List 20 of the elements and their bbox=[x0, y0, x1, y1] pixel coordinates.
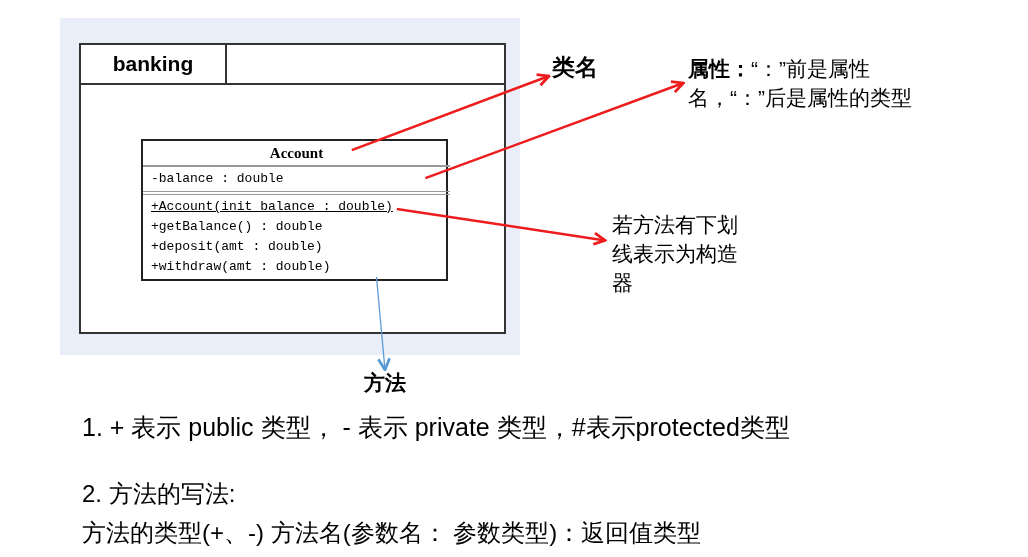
annotation-text: 类名 bbox=[552, 52, 612, 82]
method-text: +Account(init_balance : double) bbox=[150, 198, 393, 216]
method-text: +deposit(amt : double) bbox=[150, 238, 323, 256]
leader-arrow bbox=[424, 80, 685, 180]
class-name: Account bbox=[268, 144, 325, 163]
note-text: 方法的类型(+、-) 方法名(参数名： 参数类型)：返回值类型 bbox=[82, 518, 702, 548]
leader-arrow bbox=[375, 276, 391, 372]
package-name: banking bbox=[81, 45, 227, 83]
method-text: +withdraw(amt : double) bbox=[150, 258, 331, 276]
annotation-text: 若方法有下划线表示为构造器 bbox=[612, 210, 748, 297]
note-text: 1. + 表示 public 类型， - 表示 private 类型，#表示protected类型 bbox=[82, 412, 790, 443]
annotation-text: 方法 bbox=[362, 370, 408, 396]
attribute-text: -balance : double bbox=[150, 170, 284, 188]
method-text: +getBalance() : double bbox=[150, 218, 323, 236]
annotation-text: 属性：“：”前是属性名，“：”后是属性的类型 bbox=[688, 54, 918, 112]
leader-arrow bbox=[351, 73, 551, 152]
note-text: 2. 方法的写法: bbox=[82, 479, 236, 509]
class-box bbox=[141, 139, 448, 281]
leader-arrow bbox=[396, 207, 607, 246]
package-frame bbox=[79, 43, 506, 334]
